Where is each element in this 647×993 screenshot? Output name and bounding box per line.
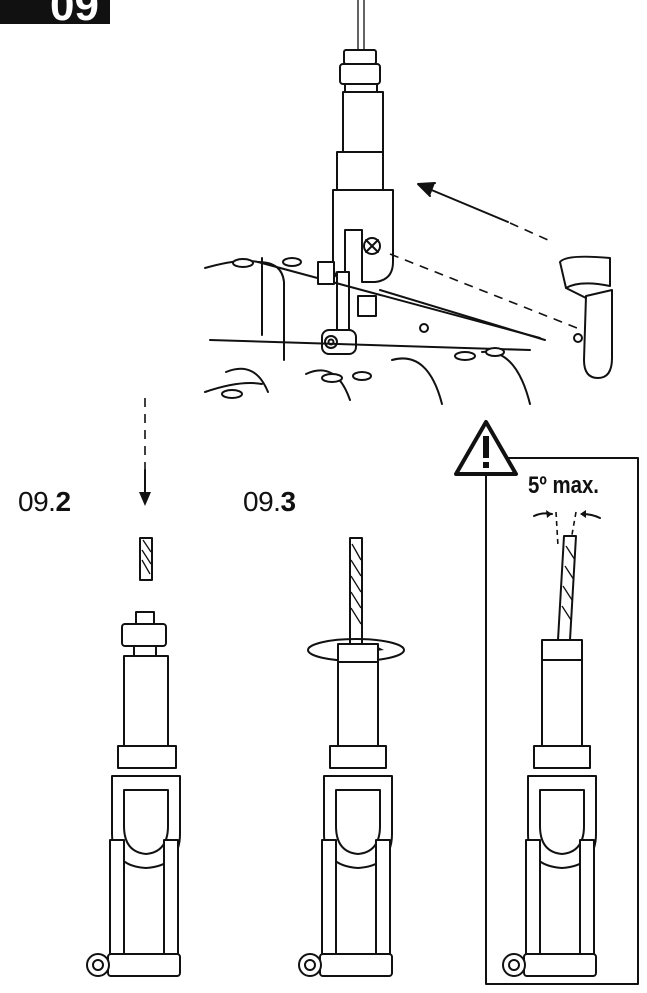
step-label-09-2: 09.2 [18, 488, 71, 516]
step-number-bold: 3 [280, 486, 296, 517]
fitting-09-2 [86, 537, 181, 977]
warning-panel [454, 420, 639, 985]
step-tab: 09 [0, 0, 110, 28]
fitting-09-3 [298, 537, 405, 977]
step-tab-number: 09 [50, 0, 99, 30]
top-assembly [204, 0, 613, 405]
step-label-09-3: 09.3 [243, 488, 296, 516]
step-prefix: 09. [18, 486, 56, 517]
max-angle-label: 5º max. [528, 472, 599, 499]
step-number-bold: 2 [55, 486, 71, 517]
step-prefix: 09. [243, 486, 281, 517]
down-arrow [139, 398, 151, 506]
warning-triangle-icon [454, 420, 518, 476]
